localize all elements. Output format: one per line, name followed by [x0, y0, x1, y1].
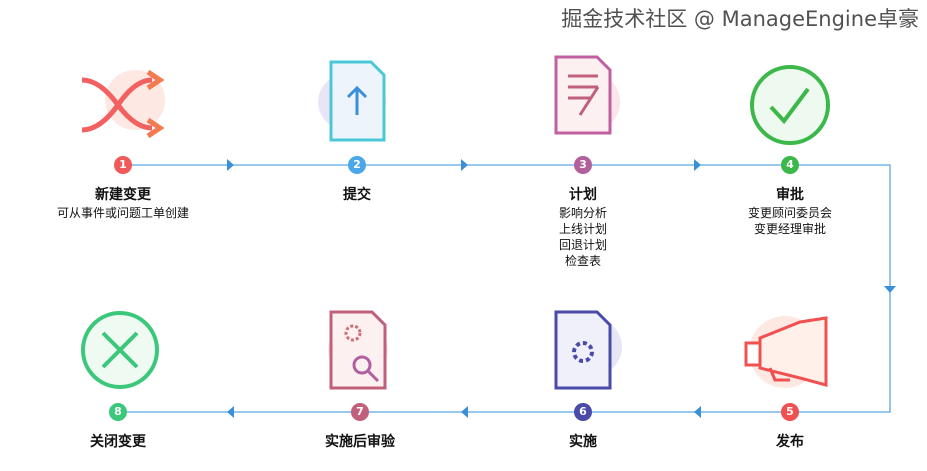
step-number-badge: 7 [351, 403, 369, 421]
step-title: 实施 [569, 434, 597, 450]
arrow-right-icon [461, 159, 468, 171]
arrow-left-icon [227, 406, 234, 418]
step-number-badge: 1 [114, 156, 132, 174]
step-number-badge: 4 [781, 156, 799, 174]
arrow-right-icon [227, 159, 234, 171]
arrow-right-icon [694, 159, 701, 171]
step-title: 关闭变更 [90, 434, 146, 450]
step-title: 新建变更 [94, 187, 151, 203]
step-label: 关闭变更 [90, 432, 146, 452]
step-label: 提交 [343, 185, 371, 205]
checkmark-circle-icon [750, 65, 830, 145]
step-description: 变更顾问委员会 [747, 206, 833, 220]
step-description: 检查表 [564, 254, 602, 268]
step-label: 新建变更可从事件或问题工单创建 [57, 185, 189, 221]
upload-document-icon [318, 60, 386, 142]
step-number-badge: 5 [781, 403, 799, 421]
step-title: 提交 [343, 187, 371, 203]
shuffle-icon [81, 69, 165, 139]
step-number-badge: 3 [574, 156, 592, 174]
arrow-left-icon [461, 406, 468, 418]
gear-search-document-icon [328, 310, 388, 390]
step-description: 上线计划 [558, 222, 608, 236]
step-title: 实施后审验 [325, 434, 395, 450]
megaphone-icon [744, 316, 828, 388]
watermark: 掘金技术社区 @ ManageEngine卓豪 [561, 7, 919, 31]
step-label: 发布 [776, 432, 804, 452]
step-title: 审批 [775, 187, 804, 203]
step-description: 变更经理审批 [753, 222, 827, 236]
step-number-badge: 6 [574, 403, 592, 421]
step-description: 可从事件或问题工单创建 [56, 206, 190, 220]
step-label: 审批变更顾问委员会变更经理审批 [748, 185, 832, 237]
close-circle-icon [81, 311, 159, 389]
document-lines-icon [554, 55, 620, 135]
arrow-down-icon [884, 286, 896, 293]
step-label: 实施 [569, 432, 597, 452]
gear-document-icon [554, 310, 622, 390]
step-title: 计划 [568, 187, 597, 203]
step-label: 实施后审验 [325, 432, 395, 452]
step-label: 计划影响分析上线计划回退计划检查表 [559, 185, 607, 269]
step-description: 影响分析 [558, 206, 608, 220]
step-title: 发布 [776, 434, 804, 450]
arrow-left-icon [694, 406, 701, 418]
step-description: 回退计划 [558, 238, 608, 252]
step-number-badge: 8 [109, 403, 127, 421]
step-number-badge: 2 [348, 156, 366, 174]
